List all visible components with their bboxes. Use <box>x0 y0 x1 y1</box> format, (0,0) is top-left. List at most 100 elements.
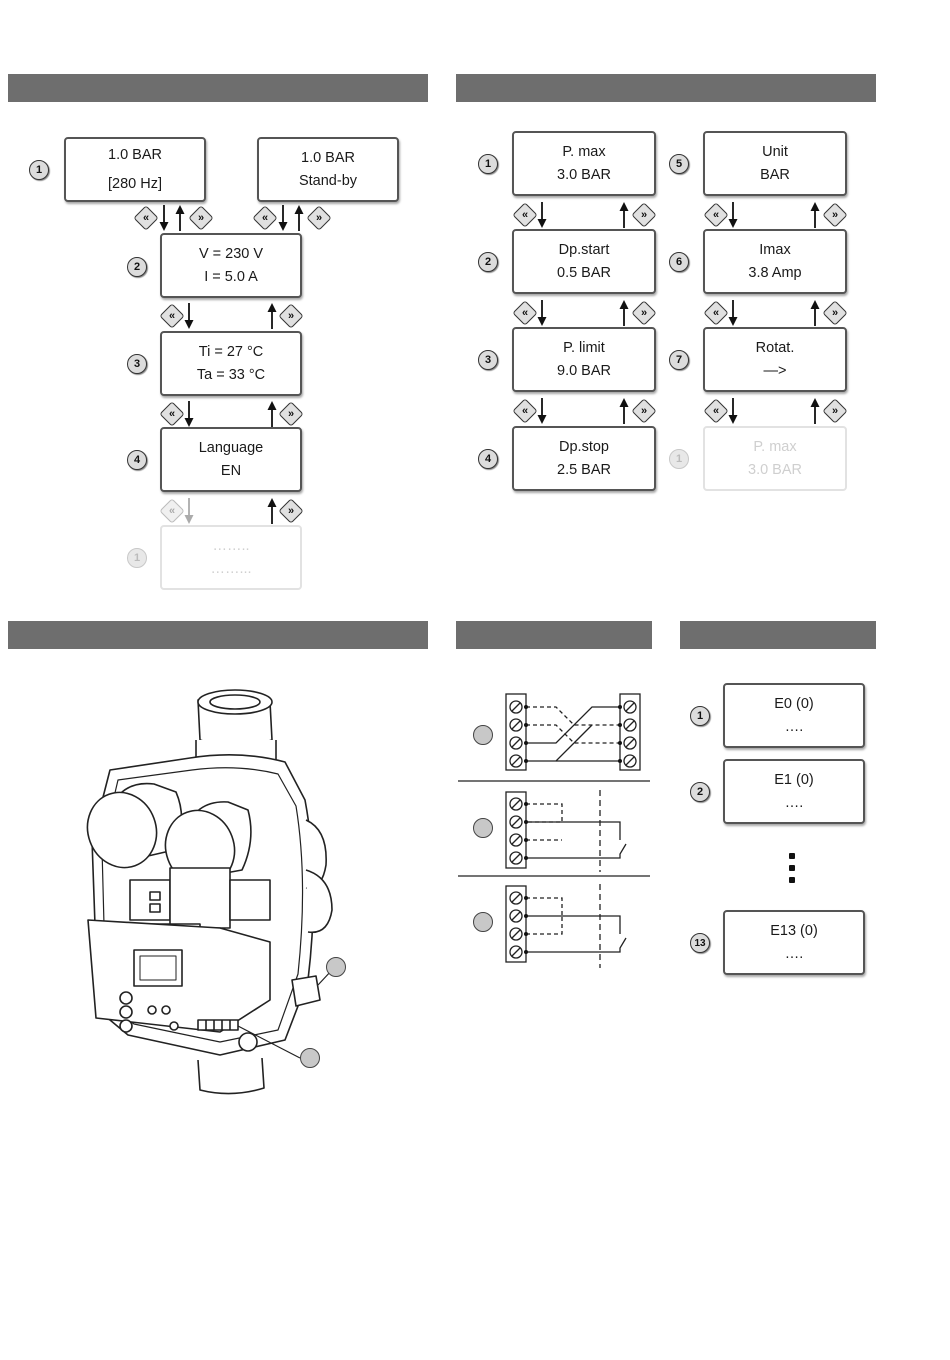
step-marker-2: 2 <box>127 257 147 277</box>
right-button[interactable]: » <box>631 300 657 326</box>
left-button[interactable]: « <box>252 205 278 231</box>
display-line-2: Ta = 33 °C <box>196 366 266 383</box>
step-marker-1: 1 <box>478 154 498 174</box>
display-line-2: …. <box>784 945 804 962</box>
display-line-1: Imax <box>759 241 791 258</box>
left-button[interactable]: « <box>133 205 159 231</box>
display-line-1: P. max <box>753 438 797 455</box>
step-marker-1-faded: 1 <box>669 449 689 469</box>
wiring-marker-3 <box>473 912 493 932</box>
left-button[interactable]: « <box>512 300 538 326</box>
left-button[interactable]: « <box>512 202 538 228</box>
right-button[interactable]: » <box>822 202 848 228</box>
display-line-1: Unit <box>762 143 788 160</box>
display-voltage-current: V = 230 V I = 5.0 A <box>160 233 302 298</box>
arrow-up-icon <box>267 303 277 329</box>
step-marker-1-faded: 1 <box>127 548 147 568</box>
right-button[interactable]: » <box>631 202 657 228</box>
display-line-2: —> <box>763 362 787 379</box>
arrow-up-icon <box>810 398 820 424</box>
section-header-bar-menu <box>8 74 428 102</box>
left-button[interactable]: « <box>159 303 185 329</box>
right-button[interactable]: » <box>306 205 332 231</box>
more-errors-ellipsis <box>789 853 795 889</box>
arrow-up-icon <box>810 300 820 326</box>
display-error-e0: E0 (0) …. <box>723 683 865 748</box>
display-line-2: I = 5.0 A <box>204 268 258 285</box>
display-pressure-standby: 1.0 BAR Stand-by <box>257 137 399 202</box>
display-line-1: 1.0 BAR <box>108 146 162 163</box>
wiring-marker-1 <box>473 725 493 745</box>
display-line-2: [280 Hz] <box>108 175 162 192</box>
arrow-down-icon <box>278 205 288 231</box>
step-marker-2: 2 <box>478 252 498 272</box>
display-pressure-frequency: 1.0 BAR [280 Hz] <box>64 137 206 202</box>
display-language: Language EN <box>160 427 302 492</box>
arrow-up-icon <box>619 398 629 424</box>
display-line-1: E1 (0) <box>774 771 814 788</box>
right-button[interactable]: » <box>822 398 848 424</box>
arrow-down-icon <box>728 300 738 326</box>
left-button[interactable]: « <box>703 202 729 228</box>
arrow-up-icon <box>267 401 277 427</box>
arrow-down-icon <box>537 300 547 326</box>
display-temperature: Ti = 27 °C Ta = 33 °C <box>160 331 302 396</box>
right-button[interactable]: » <box>822 300 848 326</box>
display-pmax-faded: P. max 3.0 BAR <box>703 426 847 491</box>
arrow-up-icon <box>619 300 629 326</box>
error-marker-2: 2 <box>690 782 710 802</box>
display-unit: Unit BAR <box>703 131 847 196</box>
section-header-bar-errors <box>680 621 876 649</box>
display-line-1: Language <box>198 439 264 456</box>
callout-marker-terminal <box>300 1048 320 1068</box>
right-button[interactable]: » <box>278 498 304 524</box>
display-placeholder: …….. ……... <box>160 525 302 590</box>
left-button[interactable]: « <box>703 398 729 424</box>
right-button[interactable]: » <box>278 303 304 329</box>
step-marker-3: 3 <box>478 350 498 370</box>
left-button[interactable]: « <box>159 498 185 524</box>
display-line-1: Dp.start <box>558 241 610 258</box>
right-button[interactable]: » <box>278 401 304 427</box>
display-line-1: V = 230 V <box>198 245 264 262</box>
display-p-limit: P. limit 9.0 BAR <box>512 327 656 392</box>
left-button[interactable]: « <box>703 300 729 326</box>
left-button[interactable]: « <box>512 398 538 424</box>
display-line-2: Stand-by <box>298 172 358 189</box>
display-line-2: 3.8 Amp <box>748 264 802 281</box>
arrow-up-icon <box>810 202 820 228</box>
step-marker-7: 7 <box>669 350 689 370</box>
display-line-1: Dp.stop <box>559 438 609 455</box>
display-dp-start: Dp.start 0.5 BAR <box>512 229 656 294</box>
display-line-2: BAR <box>760 166 790 183</box>
display-line-2: EN <box>220 462 242 479</box>
step-marker-1: 1 <box>29 160 49 180</box>
arrow-up-icon <box>175 205 185 231</box>
section-header-bar-wiring <box>456 621 652 649</box>
display-error-e13: E13 (0) …. <box>723 910 865 975</box>
step-marker-4: 4 <box>478 449 498 469</box>
callout-marker-cable-gland <box>326 957 346 977</box>
display-line-1: P. max <box>562 143 606 160</box>
display-pmax: P. max 3.0 BAR <box>512 131 656 196</box>
display-dp-stop: Dp.stop 2.5 BAR <box>512 426 656 491</box>
display-line-2: 2.5 BAR <box>557 461 611 478</box>
arrow-down-icon <box>537 398 547 424</box>
error-marker-1: 1 <box>690 706 710 726</box>
arrow-down-icon <box>184 401 194 427</box>
right-button[interactable]: » <box>631 398 657 424</box>
arrow-up-icon <box>267 498 277 524</box>
error-marker-13: 13 <box>690 933 710 953</box>
wiring-diagrams <box>458 693 650 968</box>
left-button[interactable]: « <box>159 401 185 427</box>
arrow-down-icon <box>159 205 169 231</box>
right-button[interactable]: » <box>188 205 214 231</box>
display-line-2: 3.0 BAR <box>748 461 802 478</box>
display-line-1: E13 (0) <box>770 922 818 939</box>
display-line-2: 9.0 BAR <box>557 362 611 379</box>
arrow-up-icon <box>619 202 629 228</box>
arrow-up-icon <box>294 205 304 231</box>
arrow-down-icon <box>728 398 738 424</box>
display-line-1: …….. <box>212 537 250 554</box>
display-imax: Imax 3.8 Amp <box>703 229 847 294</box>
